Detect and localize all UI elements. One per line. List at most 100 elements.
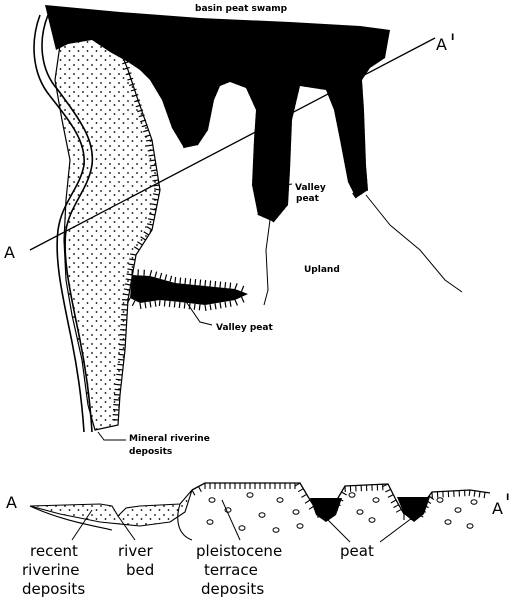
fringe-tick — [229, 282, 232, 289]
fringe-tick — [478, 491, 481, 498]
fringe-tick — [139, 65, 145, 71]
fringe-tick — [304, 499, 311, 504]
fringe-tick — [304, 80, 307, 87]
fringe-tick — [301, 493, 307, 498]
terrace-ticks — [191, 482, 486, 520]
pebble — [470, 499, 478, 505]
fringe-tick — [163, 103, 170, 107]
fringe-tick — [483, 492, 486, 499]
fringe-tick — [337, 128, 345, 131]
fringe-tick — [146, 223, 154, 226]
fringe-tick — [240, 296, 245, 303]
fringe-tick — [209, 304, 212, 311]
section-end-prime-label: I — [451, 33, 454, 43]
fringe-tick — [234, 299, 239, 306]
fringe-tick — [151, 174, 158, 177]
fringe-tick — [329, 511, 336, 516]
pleistocene-label-3: deposits — [201, 580, 264, 598]
fringe-tick — [138, 114, 145, 118]
fringe-tick — [288, 106, 295, 110]
fringe-tick — [245, 84, 252, 89]
leader-river — [117, 515, 136, 541]
fringe-tick — [335, 118, 343, 121]
fringe-tick — [183, 302, 186, 309]
fringe-tick — [234, 283, 238, 290]
fringe-tick — [219, 302, 222, 309]
fringe-tick — [149, 270, 153, 277]
fringe-tick — [133, 60, 138, 67]
fringe-tick — [163, 300, 166, 307]
fringe-tick — [272, 213, 278, 219]
fringe-tick — [251, 183, 259, 186]
fringe-tick — [340, 143, 348, 146]
terrace-pebbles — [206, 492, 478, 533]
leader-mineral — [97, 431, 126, 441]
fringe-tick — [116, 368, 123, 371]
stream-2 — [365, 194, 463, 293]
fringe-tick — [393, 504, 399, 509]
fringe-tick — [417, 513, 424, 518]
pebble — [258, 512, 266, 518]
river-channel-outer — [41, 14, 94, 433]
fringe-tick — [217, 80, 221, 87]
fringe-tick — [134, 99, 141, 103]
fringe-tick — [229, 76, 233, 83]
fringe-tick — [144, 70, 150, 76]
fringe-tick — [268, 217, 275, 223]
fringe-tick — [153, 188, 161, 191]
fringe-tick — [114, 388, 121, 391]
fringe-tick — [291, 95, 298, 98]
fringe-tick — [150, 169, 157, 172]
fringe-tick — [334, 113, 342, 116]
fringe-tick — [345, 169, 353, 173]
fringe-tick — [192, 141, 199, 146]
terrace-base — [29, 503, 193, 541]
fringe-tick — [171, 124, 178, 129]
plan-map: basin peat swamp Valley peat Upland Vall… — [4, 4, 463, 457]
fringe-tick — [152, 81, 159, 86]
fringe-tick — [149, 301, 152, 308]
xs-start-label: A — [6, 493, 17, 512]
fringe-tick — [382, 483, 389, 488]
fringe-tick — [222, 78, 226, 85]
fringe-tick — [129, 258, 136, 261]
river-label-1: river — [118, 542, 153, 560]
pebble — [296, 523, 304, 529]
pleistocene-label-2: terrace — [204, 561, 258, 579]
fringe-tick — [279, 204, 285, 210]
fringe-tick — [255, 203, 263, 206]
fringe-tick — [146, 226, 153, 231]
fringe-tick — [147, 149, 154, 152]
leader-valley-peat-lower — [184, 299, 213, 326]
fringe-tick — [115, 383, 122, 386]
fringe-tick — [127, 56, 132, 63]
fringe-tick — [131, 300, 136, 307]
recent-label-3: deposits — [22, 580, 85, 598]
pebble — [272, 527, 280, 533]
pebble — [206, 519, 214, 525]
fringe-tick — [164, 274, 168, 281]
fringe-tick — [158, 299, 161, 307]
fringe-tick — [196, 136, 202, 141]
fringe-tick — [199, 131, 205, 136]
fringe-tick — [144, 302, 147, 309]
fringe-tick — [253, 193, 261, 196]
fringe-tick — [268, 213, 272, 220]
fringe-tick — [204, 113, 212, 116]
fringe-tick — [252, 188, 260, 191]
fringe-tick — [204, 304, 207, 312]
basin-peat-swamp-label: basin peat swamp — [195, 4, 288, 14]
fringe-tick — [189, 140, 192, 147]
fringe-tick — [152, 193, 160, 196]
peat-label: peat — [340, 542, 374, 560]
fringe-tick — [202, 123, 210, 126]
fringe-tick — [155, 86, 162, 91]
fringe-tick — [123, 288, 130, 291]
fringe-tick — [125, 278, 132, 281]
fringe-tick — [180, 139, 187, 144]
fringe-tick — [309, 81, 312, 88]
valley-peat-lower-label: Valley peat — [216, 323, 273, 333]
river-channel-inner — [33, 14, 85, 433]
fringe-tick — [149, 208, 157, 211]
fringe-tick — [154, 300, 157, 307]
